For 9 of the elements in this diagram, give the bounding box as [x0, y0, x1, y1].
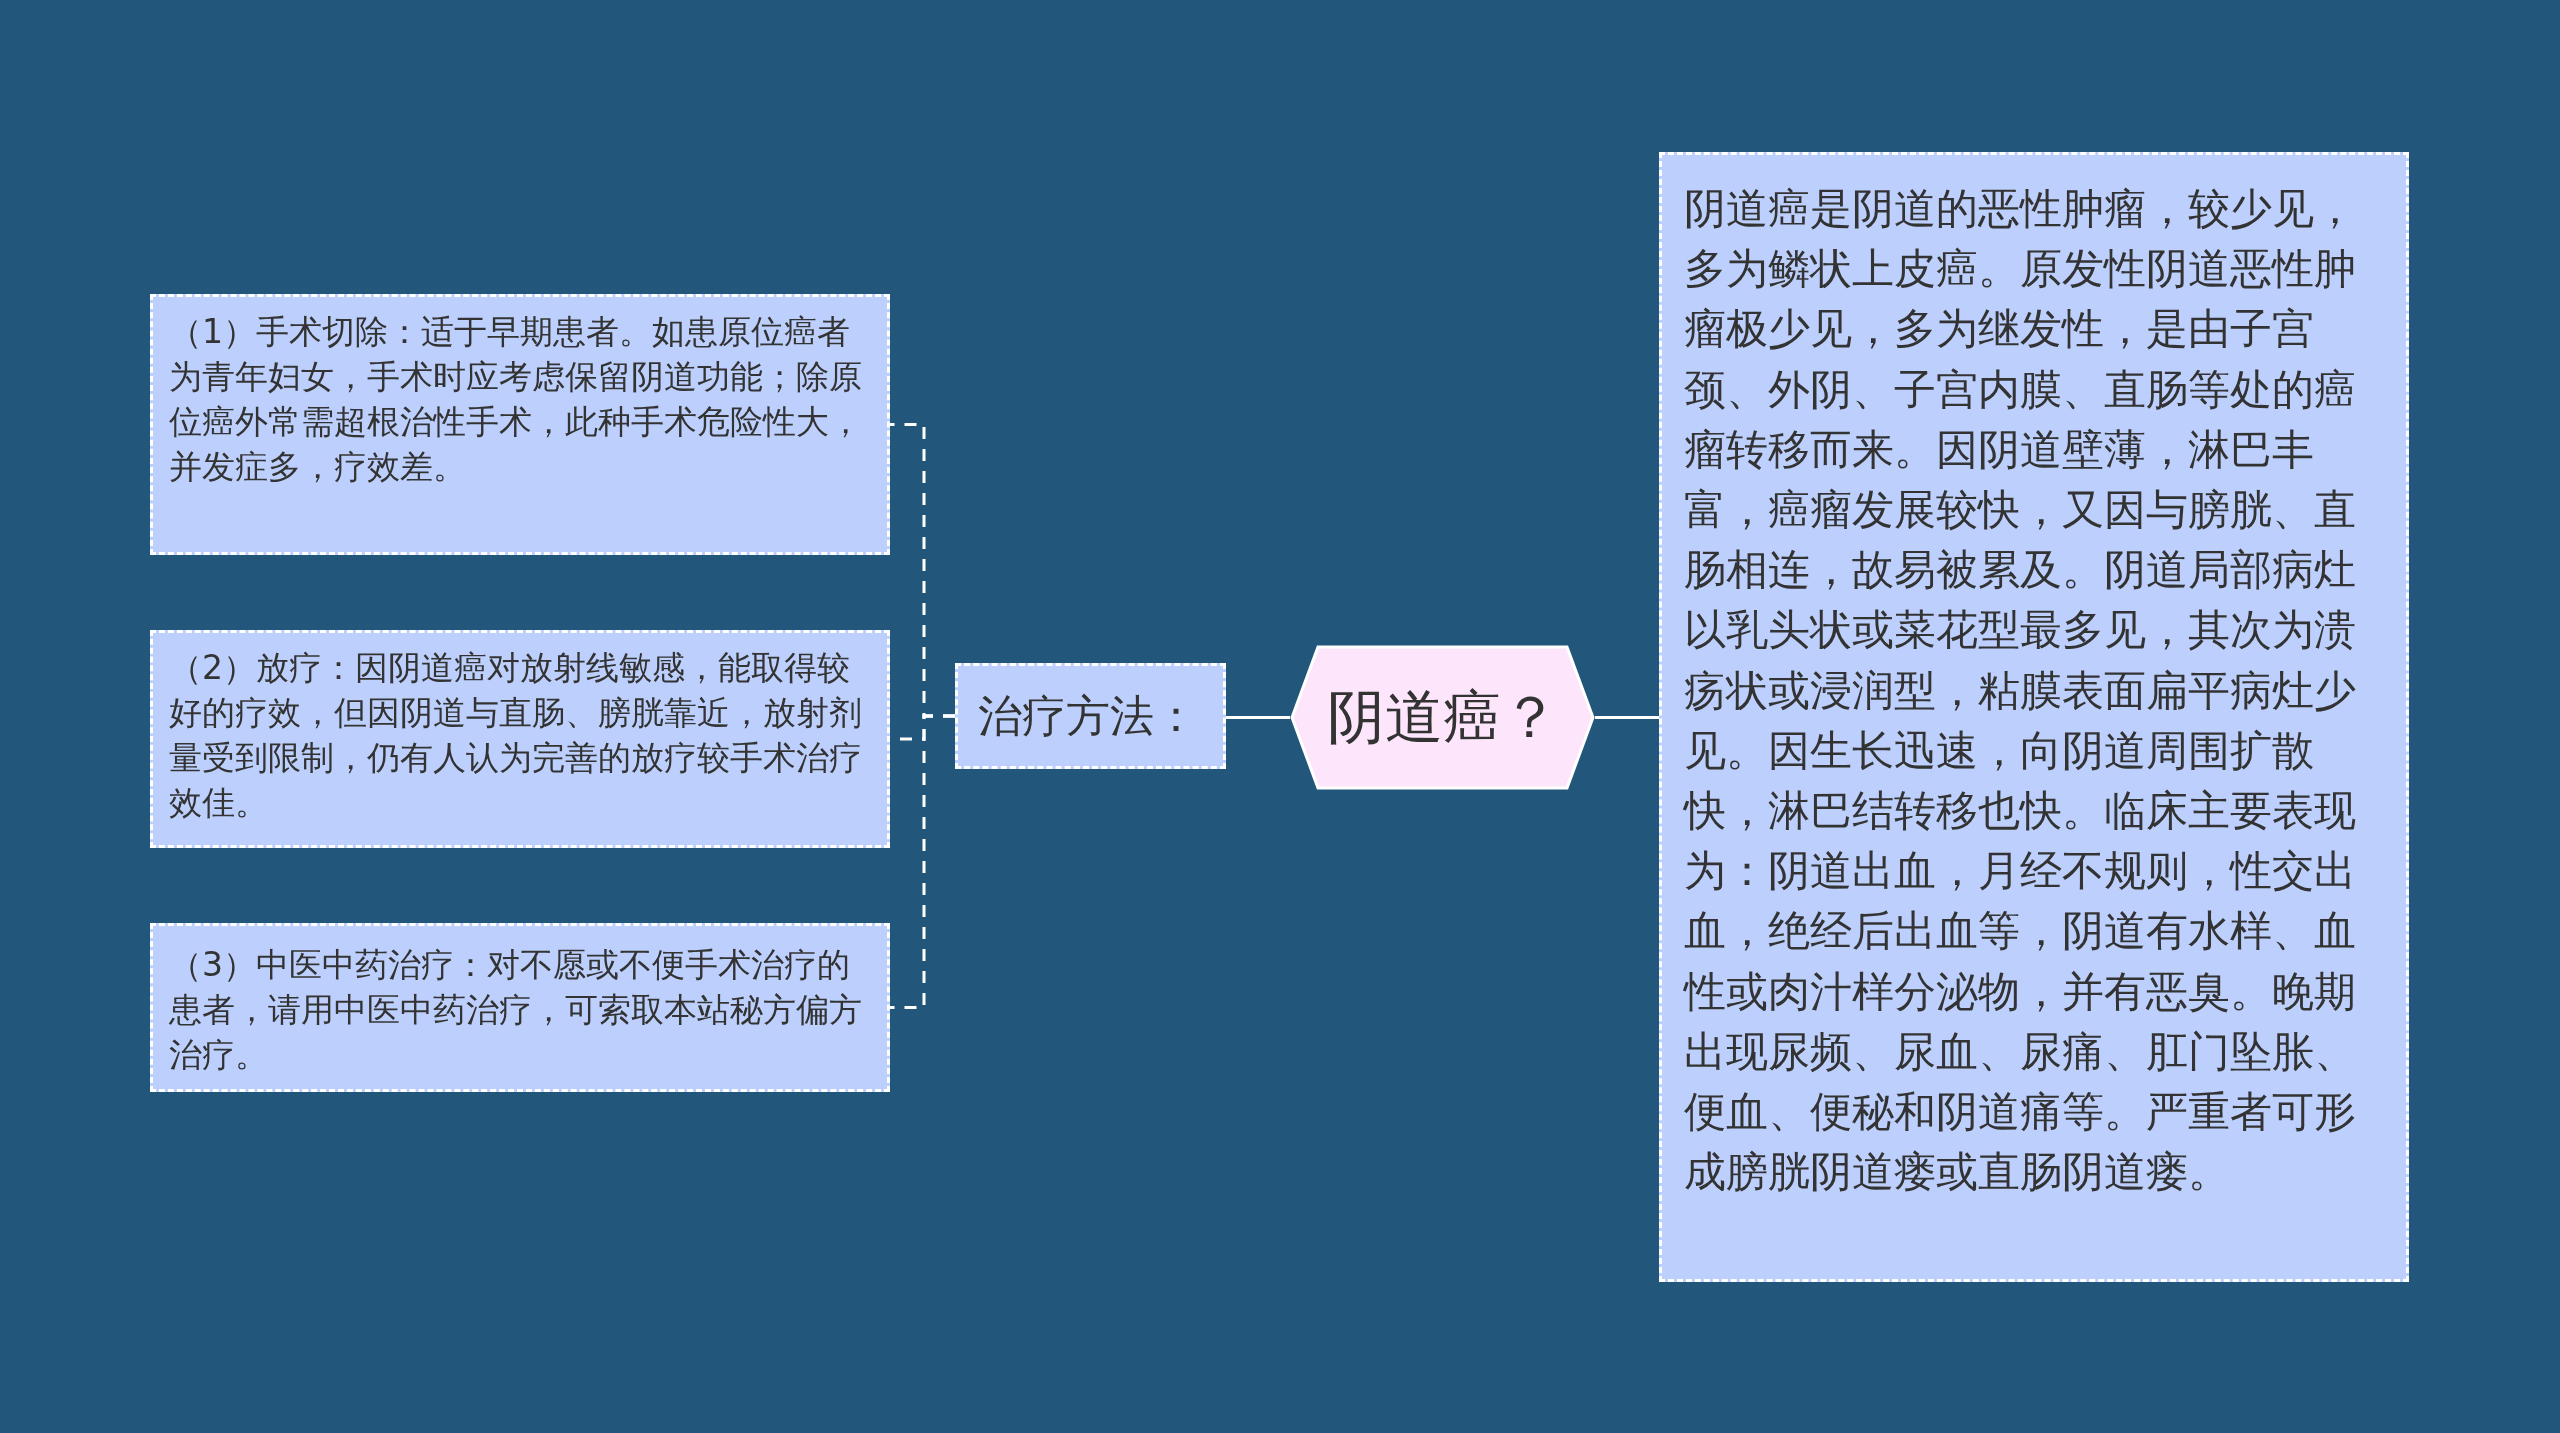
- text-box: （3）中医中药治疗：对不愿或不便手术治疗的患者，请用中医中药治疗，可索取本站秘方偏方治疗。: [150, 923, 890, 1092]
- connector-line: [1226, 716, 1290, 719]
- hexagon-box: 阴道癌？: [1290, 645, 1595, 790]
- connector-line: [1595, 716, 1659, 719]
- text-box: （1）手术切除：适于早期患者。如患原位癌者为青年妇女，手术时应考虑保留阴道功能；除原位癌外常需超根治性手术，此种手术危险性大，并发症多，疗效差。: [150, 294, 890, 555]
- text-box: （2）放疗：因阴道癌对放射线敏感，能取得较好的疗效，但因阴道与直肠、膀胱靠近，放射剂量受到限制，仍有人认为完善的放疗较手术治疗效佳。: [150, 630, 890, 848]
- text-box: 阴道癌是阴道的恶性肿瘤，较少见，多为鳞状上皮癌。原发性阴道恶性肿瘤极少见，多为继发性，是由子宫颈、外阴、子宫内膜、直肠等处的癌瘤转移而来。因阴道壁薄，淋巴丰富，癌瘤发展较快，又因与膀胱、直肠相连，故易被累及。阴道局部病灶以乳头状或菜花型最多见，其次为溃疡状或浸润型，粘膜表面扁平病灶少见。因生长迅速，向阴道周围扩散快，淋巴结转移也快。临床主要表现为：阴道出血，月经不规则，性交出血，绝经后出血等，阴道有水样、血性或肉汁样分泌物，并有恶臭。晚期出现尿频、尿血、尿痛、肛门坠胀、便血、便秘和阴道痛等。严重者可形成膀胱阴道瘘或直肠阴道瘘。: [1659, 152, 2409, 1282]
- connector-line: [890, 714, 955, 1009]
- topic-box: 治疗方法：: [955, 663, 1226, 769]
